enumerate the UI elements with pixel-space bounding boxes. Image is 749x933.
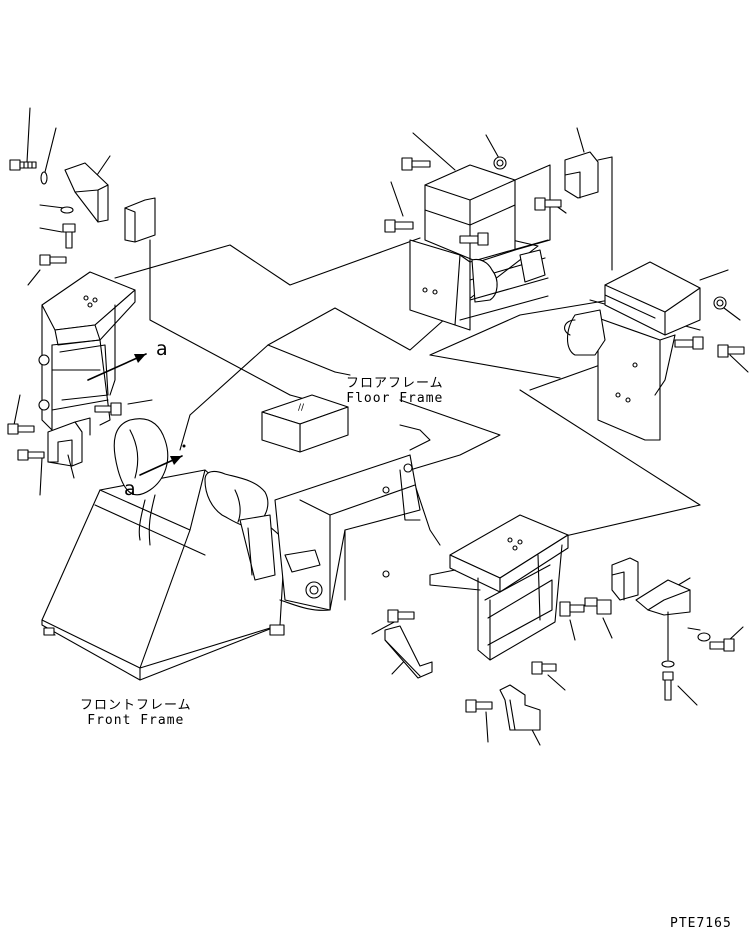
small-bracket	[124, 197, 156, 243]
small-bracket	[611, 557, 639, 601]
small-bracket	[564, 151, 599, 199]
bolt-icon	[62, 223, 76, 249]
leader-lines	[13, 107, 749, 746]
floor-frame-label-jp: フロアフレーム	[346, 376, 444, 391]
front-frame	[41, 418, 286, 681]
floor-frame-label: フロアフレーム Floor Frame	[346, 376, 444, 406]
bolt-icon	[387, 609, 415, 623]
bolt-icon	[39, 254, 67, 266]
washer-icon	[661, 660, 675, 668]
right-step	[384, 514, 735, 731]
bolt-icon	[662, 671, 674, 701]
bolt-icon	[717, 344, 745, 358]
left-step	[38, 271, 147, 431]
angle-bracket	[635, 579, 691, 616]
bolt-icon	[384, 219, 414, 233]
washer-icon	[40, 171, 48, 185]
floor-cover-plate: //	[261, 394, 349, 453]
view-marker-a-upper: a	[156, 338, 168, 360]
washer-icon	[60, 206, 74, 214]
upper-right-bracket	[384, 151, 613, 331]
bolt-icon	[531, 661, 557, 675]
bolt-icon	[534, 197, 562, 211]
bolt-icon	[674, 336, 704, 350]
bolt-icon	[465, 699, 493, 713]
floor-frame-label-en: Floor Frame	[346, 391, 444, 406]
bolt-icon	[94, 402, 122, 416]
bolt-icon	[401, 157, 431, 171]
upper-left-parts	[9, 159, 156, 266]
bolt-icon	[459, 232, 489, 246]
front-frame-label: フロントフレーム Front Frame	[80, 698, 192, 728]
plate-mark: //	[298, 403, 305, 413]
bolt-icon	[559, 601, 585, 617]
lower-l-bracket	[499, 684, 541, 731]
bolt-icon	[9, 159, 37, 171]
floor-frame-body	[274, 424, 431, 611]
bolt-icon	[17, 449, 45, 461]
view-marker-a-lower: a	[124, 478, 136, 500]
bolt-icon	[584, 597, 612, 615]
bolt-icon	[7, 423, 35, 435]
bolt-icon	[709, 638, 735, 652]
washer-icon	[697, 632, 711, 642]
angle-bracket	[64, 162, 109, 223]
drawing-code: PTE7165	[670, 916, 732, 931]
front-frame-label-jp: フロントフレーム	[80, 698, 192, 713]
front-frame-label-en: Front Frame	[87, 713, 185, 728]
lower-left-parts	[7, 402, 186, 476]
right-side-bracket	[564, 261, 745, 441]
